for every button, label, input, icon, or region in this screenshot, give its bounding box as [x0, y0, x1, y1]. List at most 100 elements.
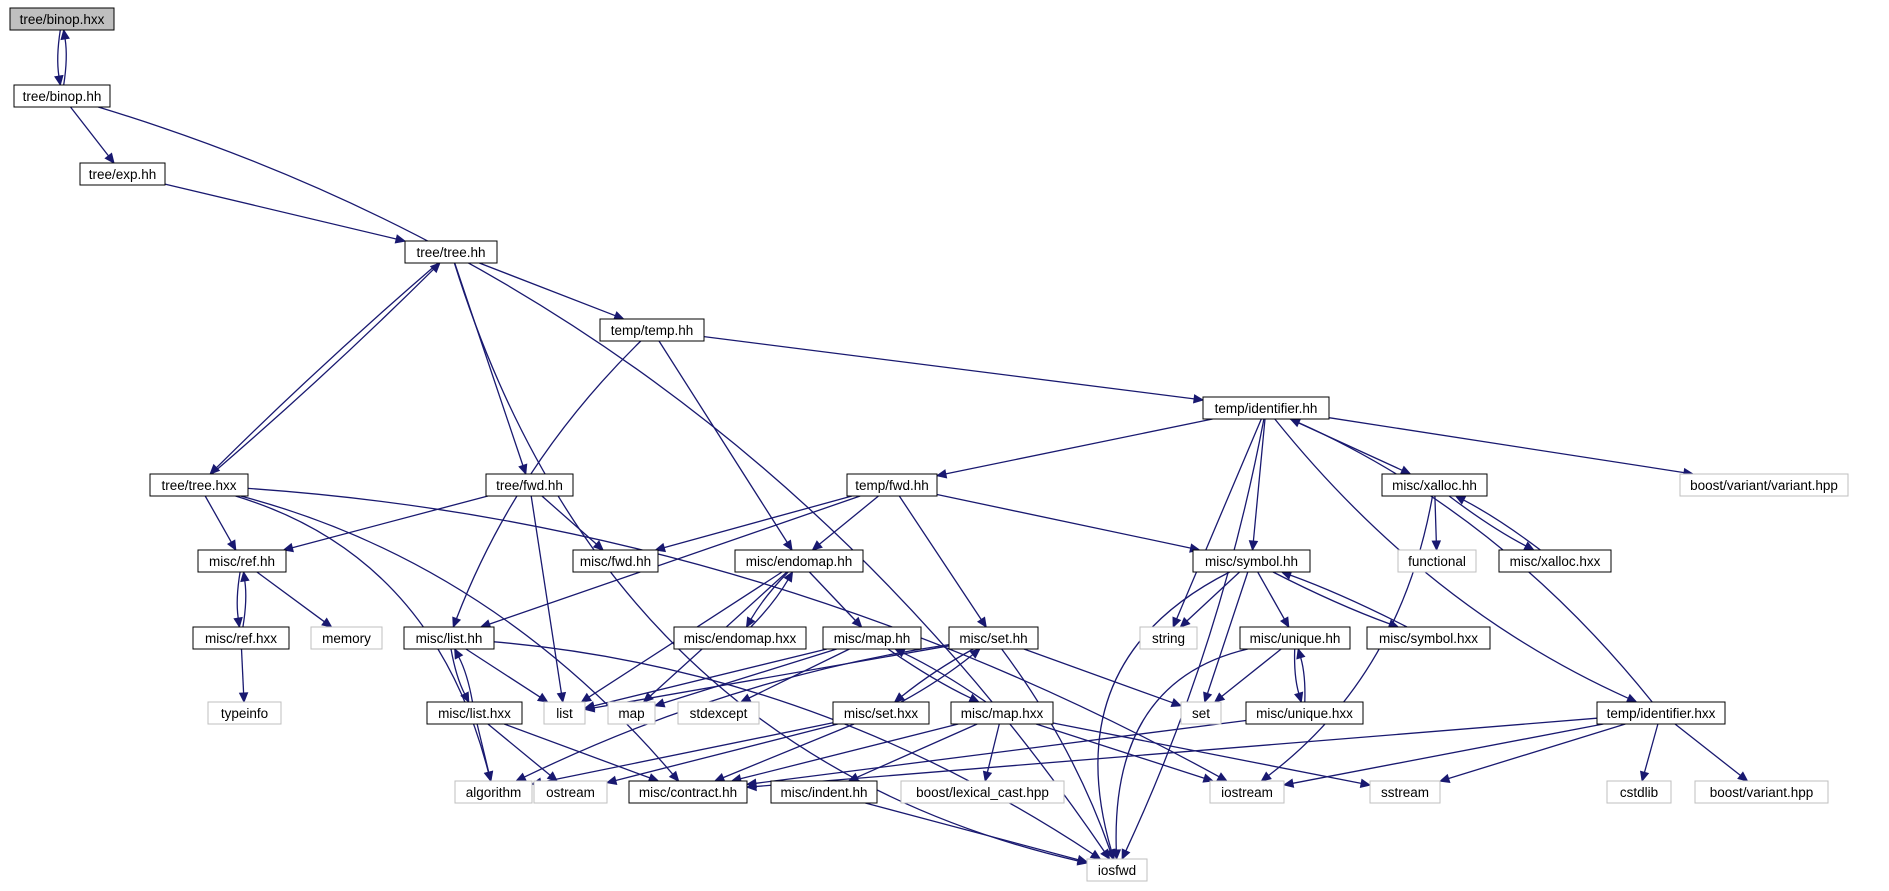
node-misc-set-hh[interactable]: misc/set.hh — [948, 626, 1039, 650]
edge-line — [1252, 418, 1266, 542]
node-tree-fwd-hh[interactable]: tree/fwd.hh — [485, 473, 574, 497]
node-stdexcept: stdexcept — [677, 701, 760, 725]
edge-line — [808, 571, 856, 621]
node-label: boost/variant.hpp — [1710, 785, 1814, 800]
node-misc-xalloc-hh[interactable]: misc/xalloc.hh — [1381, 473, 1488, 497]
node-label: tree/exp.hh — [89, 167, 157, 182]
node-misc-map-hxx[interactable]: misc/map.hxx — [950, 701, 1054, 725]
node-label: temp/temp.hh — [611, 323, 694, 338]
edge-arrowhead — [1179, 616, 1191, 628]
node-misc-endomap-hh[interactable]: misc/endomap.hh — [734, 549, 864, 573]
edge-arrowhead — [969, 648, 981, 659]
node-ostream: ostream — [533, 780, 608, 804]
node-misc-contract-hh[interactable]: misc/contract.hh — [628, 780, 748, 804]
edge-tree-exp-hh-to-tree-tree-hh — [164, 183, 407, 244]
edge-arrowhead — [1289, 418, 1302, 428]
edge-line — [292, 495, 489, 549]
edge-misc-xalloc-hh-to-functional — [1431, 495, 1442, 552]
node-label: memory — [322, 631, 371, 646]
edge-arrowhead — [429, 262, 441, 274]
node-misc-symbol-hh[interactable]: misc/symbol.hh — [1192, 549, 1311, 573]
edge-arrowhead — [515, 772, 527, 782]
edge-line — [69, 106, 110, 157]
node-misc-set-hxx[interactable]: misc/set.hxx — [832, 701, 930, 725]
node-temp-fwd-hh[interactable]: temp/fwd.hh — [846, 473, 938, 497]
node-iostream: iostream — [1209, 780, 1285, 804]
node-box — [628, 780, 748, 804]
node-misc-symbol-hxx[interactable]: misc/symbol.hxx — [1366, 626, 1491, 650]
node-label: typeinfo — [221, 706, 268, 721]
edge-arrowhead — [745, 616, 756, 629]
edge-tree-tree-hh-to-tree-fwd-hh — [454, 262, 528, 476]
node-label: misc/endomap.hh — [746, 554, 853, 569]
edge-arrowhead — [976, 616, 987, 629]
edge-arrowhead — [1438, 773, 1451, 783]
edge-line — [455, 340, 642, 619]
node-label: boost/lexical_cast.hpp — [916, 785, 1049, 800]
node-misc-xalloc-hxx[interactable]: misc/xalloc.hxx — [1498, 549, 1612, 573]
edge-line — [1300, 657, 1306, 703]
edge-arrowhead — [1216, 772, 1228, 782]
node-tree-binop-hh[interactable]: tree/binop.hh — [13, 84, 111, 108]
node-box — [79, 162, 166, 186]
edge-line — [750, 571, 789, 620]
edge-misc-map-hh-to-list — [583, 648, 828, 711]
edge-line — [750, 579, 789, 628]
node-label: algorithm — [466, 785, 522, 800]
node-misc-map-hh[interactable]: misc/map.hh — [822, 626, 922, 650]
node-boost-variant-hpp: boost/variant.hpp — [1694, 780, 1829, 804]
edge-line — [164, 183, 397, 240]
edge-line — [903, 652, 987, 703]
edge-arrowhead — [642, 692, 654, 703]
node-temp-identifier-hh[interactable]: temp/identifier.hh — [1202, 396, 1330, 420]
edge-arrowhead — [1248, 540, 1259, 552]
node-label: stdexcept — [690, 706, 748, 721]
edge-misc-xalloc-hh-to-iostream — [1260, 495, 1434, 782]
edge-line — [1206, 571, 1249, 694]
node-label: set — [1192, 706, 1210, 721]
node-box — [1366, 626, 1491, 650]
node-temp-identifier-hxx[interactable]: temp/identifier.hxx — [1596, 701, 1726, 725]
node-label: misc/map.hh — [834, 631, 911, 646]
node-misc-ref-hh[interactable]: misc/ref.hh — [197, 549, 287, 573]
edge-arrowhead — [653, 698, 666, 708]
node-box — [1139, 626, 1198, 650]
node-box — [192, 626, 290, 650]
node-label: iostream — [1221, 785, 1273, 800]
edge-misc-map-hxx-to-sstream — [1052, 722, 1372, 788]
edge-line — [748, 648, 850, 699]
edge-misc-list-hxx-to-misc-list-hh — [454, 647, 474, 703]
edge-arrowhead — [1076, 854, 1089, 865]
edge-arrowhead — [782, 539, 793, 552]
edge-misc-unique-hh-to-set — [1213, 648, 1282, 703]
node-tree-tree-hxx[interactable]: tree/tree.hxx — [149, 473, 249, 497]
node-misc-fwd-hh[interactable]: misc/fwd.hh — [572, 549, 659, 573]
node-label: list — [556, 706, 573, 721]
edge-arrowhead — [893, 692, 906, 703]
node-tree-exp-hh[interactable]: tree/exp.hh — [79, 162, 166, 186]
edge-misc-ref-hh-to-memory — [256, 571, 333, 628]
edge-misc-list-hxx-to-algorithm — [476, 723, 494, 783]
node-misc-list-hxx[interactable]: misc/list.hxx — [426, 701, 523, 725]
node-box — [1606, 780, 1672, 804]
node-label: misc/map.hxx — [961, 706, 1044, 721]
node-label: misc/ref.hh — [209, 554, 275, 569]
node-misc-ref-hxx[interactable]: misc/ref.hxx — [192, 626, 290, 650]
edge-misc-endomap-hh-to-misc-map-hh — [808, 571, 863, 628]
node-tree-tree-hh[interactable]: tree/tree.hh — [404, 240, 498, 264]
node-box — [1239, 626, 1351, 650]
node-misc-unique-hh[interactable]: misc/unique.hh — [1239, 626, 1351, 650]
node-misc-list-hh[interactable]: misc/list.hh — [403, 626, 495, 650]
node-misc-unique-hxx[interactable]: misc/unique.hxx — [1245, 701, 1364, 725]
edge-arrowhead — [1399, 465, 1412, 475]
edge-arrowhead — [745, 778, 757, 789]
node-tree-binop-hxx[interactable]: tree/binop.hxx — [9, 7, 115, 31]
node-temp-temp-hh[interactable]: temp/temp.hh — [599, 318, 705, 342]
node-box — [13, 84, 111, 108]
edge-tree-tree-hh-to-temp-temp-hh — [479, 262, 625, 321]
edge-misc-map-hxx-to-iostream — [1035, 723, 1215, 783]
node-misc-endomap-hxx[interactable]: misc/endomap.hxx — [673, 626, 807, 650]
edge-arrowhead — [1089, 849, 1102, 860]
edge-temp-temp-hh-to-misc-endomap-hh — [658, 340, 793, 552]
node-misc-indent-hh[interactable]: misc/indent.hh — [770, 780, 878, 804]
